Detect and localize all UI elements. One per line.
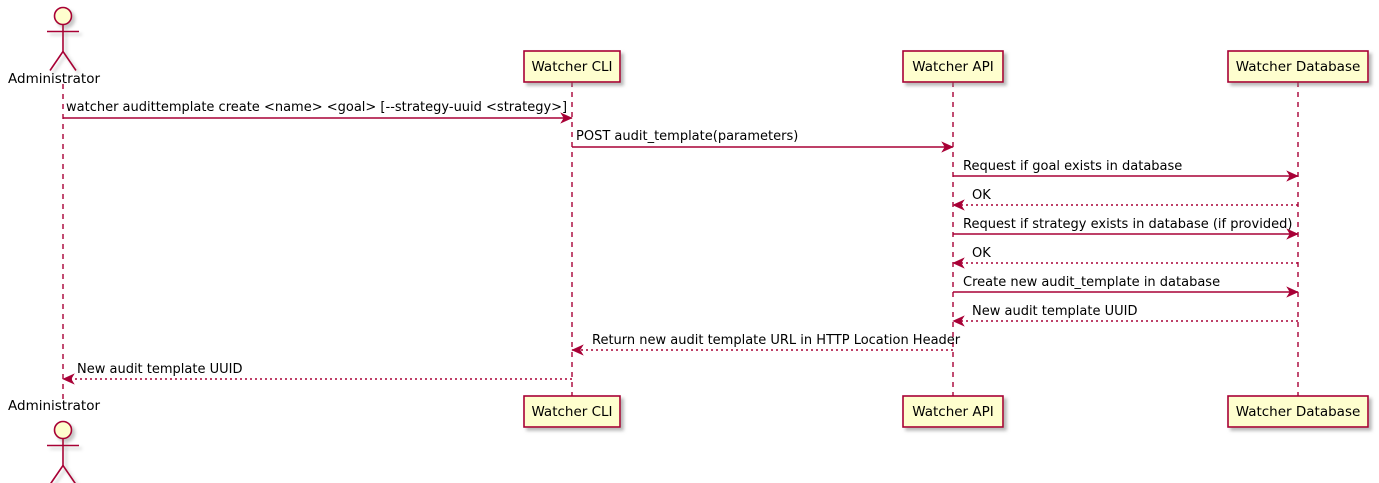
actor-administrator-top[interactable] xyxy=(47,6,79,71)
message-arrowhead xyxy=(571,344,584,356)
actor-head-icon xyxy=(53,420,73,440)
participant-box-watcher-api-header[interactable]: Watcher API xyxy=(902,50,1004,83)
participant-box-rect xyxy=(1227,395,1369,428)
actor-label-administrator-bottom: Administrator xyxy=(8,398,100,414)
actor-label-administrator-top: Administrator xyxy=(8,71,100,87)
message-6: OK xyxy=(952,246,1298,269)
participant-label-watcher-database: Watcher Database xyxy=(1236,404,1361,420)
message-arrowhead xyxy=(952,315,965,327)
message-arrowhead xyxy=(1286,170,1299,182)
participant-box-rect xyxy=(902,50,1004,83)
message-10: New audit template UUID xyxy=(62,362,572,385)
message-arrowhead xyxy=(62,373,75,385)
message-arrowhead xyxy=(952,257,965,269)
actor-leg-left xyxy=(49,51,64,71)
message-label-8: New audit template UUID xyxy=(972,304,1137,319)
message-arrowhead xyxy=(560,112,573,124)
message-9: Return new audit template URL in HTTP Lo… xyxy=(571,333,961,356)
message-5: Request if strategy exists in database (… xyxy=(953,217,1299,240)
participant-box-rect xyxy=(523,50,621,83)
actor-administrator-bottom[interactable] xyxy=(47,420,79,483)
participant-box-watcher-api-footer[interactable]: Watcher API xyxy=(902,395,1004,428)
message-arrowhead xyxy=(1286,228,1299,240)
message-label-6: OK xyxy=(972,246,991,261)
message-label-3: Request if goal exists in database xyxy=(963,159,1182,174)
actor-leg-left xyxy=(50,465,64,483)
lifelines-layer xyxy=(62,82,1299,404)
message-label-1: watcher audittemplate create <name> <goa… xyxy=(66,100,567,115)
participant-box-rect xyxy=(902,395,1004,428)
actor-leg-right xyxy=(62,465,76,483)
message-1: watcher audittemplate create <name> <goa… xyxy=(63,100,573,124)
participant-label-watcher-api: Watcher API xyxy=(912,59,994,75)
message-label-9: Return new audit template URL in HTTP Lo… xyxy=(592,333,961,348)
message-arrowhead xyxy=(952,199,965,211)
messages-layer: watcher audittemplate create <name> <goa… xyxy=(62,100,1299,385)
participant-box-watcher-database-footer[interactable]: Watcher Database xyxy=(1227,395,1369,428)
message-label-5: Request if strategy exists in database (… xyxy=(963,217,1292,232)
message-label-4: OK xyxy=(972,188,991,203)
message-label-7: Create new audit_template in database xyxy=(963,275,1220,290)
message-7: Create new audit_template in database xyxy=(953,275,1299,298)
message-3: Request if goal exists in database xyxy=(953,159,1299,182)
message-label-10: New audit template UUID xyxy=(77,362,242,377)
message-4: OK xyxy=(952,188,1298,211)
actor-head-icon xyxy=(53,6,73,26)
participant-label-watcher-database: Watcher Database xyxy=(1236,59,1361,75)
participant-box-watcher-cli-footer[interactable]: Watcher CLI xyxy=(523,395,621,428)
participant-label-watcher-cli: Watcher CLI xyxy=(531,404,612,420)
message-arrowhead xyxy=(941,141,954,153)
message-8: New audit template UUID xyxy=(952,304,1298,327)
message-arrowhead xyxy=(1286,286,1299,298)
participant-label-watcher-api: Watcher API xyxy=(912,404,994,420)
message-2: POST audit_template(parameters) xyxy=(572,129,954,153)
actor-leg-right xyxy=(62,51,77,71)
participant-box-rect xyxy=(1227,50,1369,83)
participant-box-watcher-cli-header[interactable]: Watcher CLI xyxy=(523,50,621,83)
participant-box-watcher-database-header[interactable]: Watcher Database xyxy=(1227,50,1369,83)
message-label-2: POST audit_template(parameters) xyxy=(576,129,798,144)
participant-label-watcher-cli: Watcher CLI xyxy=(531,59,612,75)
participant-box-rect xyxy=(523,395,621,428)
